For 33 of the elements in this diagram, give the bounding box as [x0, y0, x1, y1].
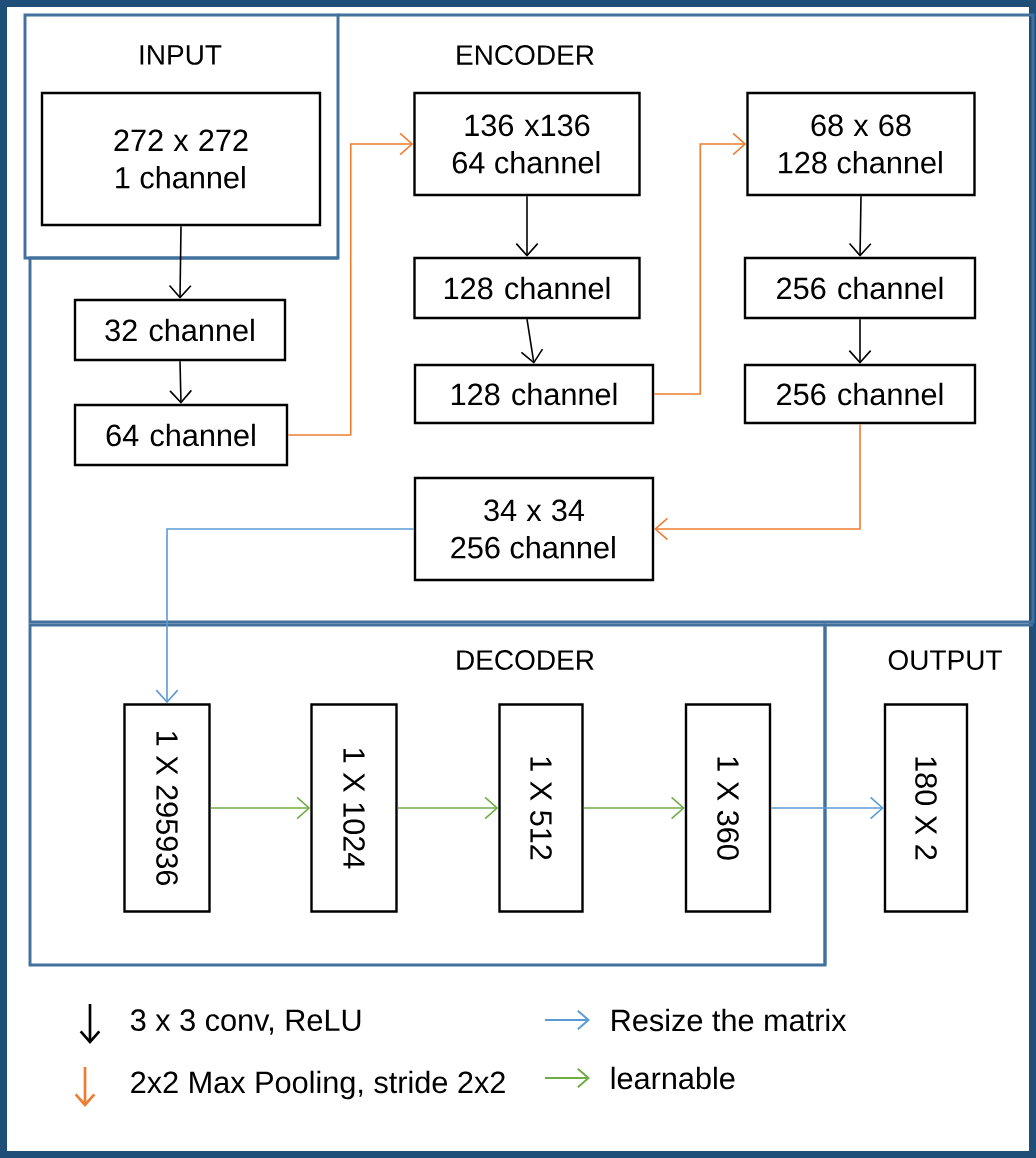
layer-box: 180 X 2	[883, 703, 969, 913]
arrow	[209, 796, 311, 820]
arrow	[168, 225, 192, 299]
legend-label: 3 x 3 conv, ReLU	[130, 1009, 361, 1035]
layer-box: 256 channel	[743, 363, 977, 425]
arrow	[520, 318, 544, 364]
legend-label: learnable	[611, 1066, 735, 1090]
arrow	[653, 132, 747, 395]
layer-box: 128 channel	[413, 363, 655, 425]
arrow	[287, 132, 414, 436]
arrow	[582, 796, 685, 820]
layer-box: 34 x 34 256 channel	[413, 476, 655, 582]
arrow	[848, 195, 872, 257]
legend-label: Resize the matrix	[612, 1008, 847, 1032]
layer-box: 272 x 272 1 channel	[40, 91, 322, 227]
arrow	[169, 360, 193, 404]
layer-box: 1 X 360	[684, 703, 772, 913]
layer-box: 1 X 512	[498, 703, 584, 913]
arrow	[770, 796, 884, 820]
layer-box: 256 channel	[743, 256, 977, 320]
arrow	[396, 796, 499, 820]
layer-box: 1 X 295936	[123, 703, 211, 913]
layer-box: 1 X 1024	[310, 703, 398, 913]
arrow	[654, 423, 861, 541]
layer-box: 136 x136 64 channel	[413, 91, 641, 197]
layer-box: 128 channel	[413, 256, 641, 320]
arrow	[848, 318, 872, 364]
layer-box: 64 channel	[73, 403, 289, 467]
arrow	[515, 195, 539, 257]
arrow	[155, 528, 415, 704]
legend-label: 2x2 Max Pooling, stride 2x2	[131, 1070, 505, 1100]
layer-box: 68 x 68 128 channel	[746, 91, 976, 197]
layer-box: 32 channel	[73, 298, 287, 362]
